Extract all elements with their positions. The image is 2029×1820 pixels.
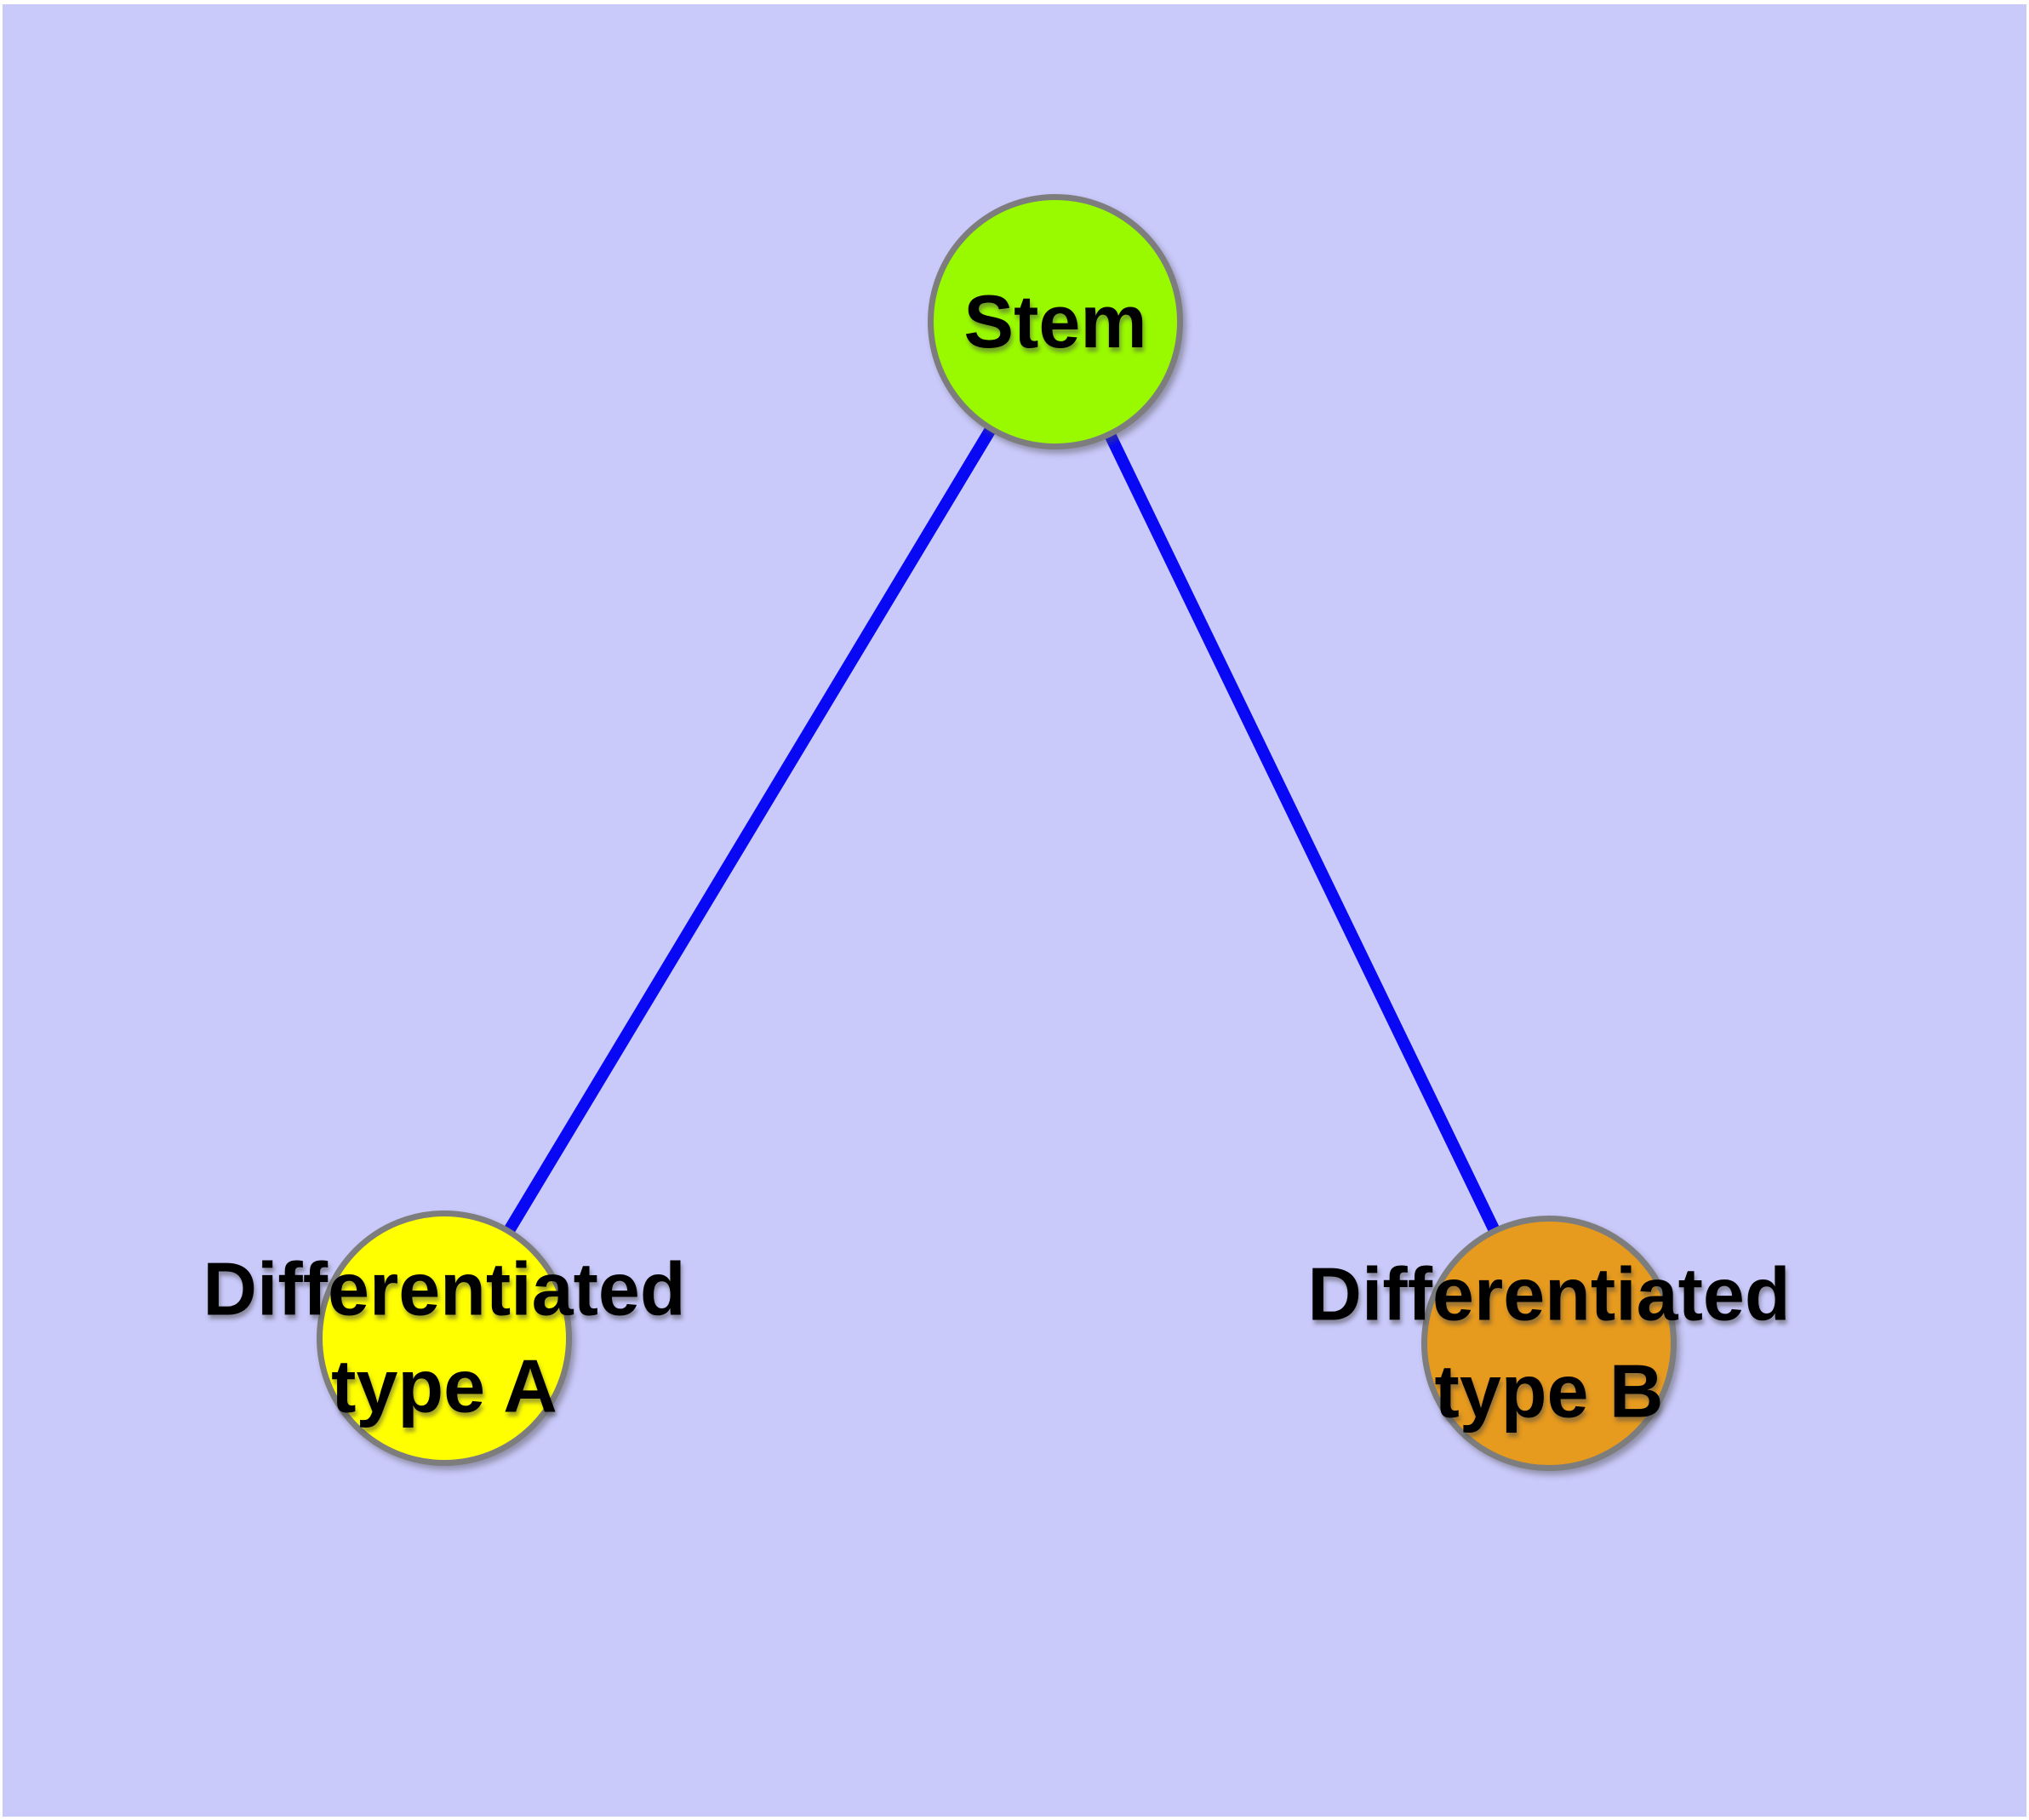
- node-stem-label-text: Stem: [963, 278, 1147, 363]
- node-type-a-label: Differentiated type A: [203, 1241, 685, 1436]
- edge-stem-to-type-b: [1049, 318, 1555, 1347]
- diagram-canvas: Stem Differentiated type A Differentiate…: [3, 4, 2026, 1817]
- node-type-a-label-line1: Differentiated: [203, 1246, 686, 1331]
- node-type-b-label: Differentiated type B: [1307, 1246, 1790, 1441]
- node-type-b-label-line1: Differentiated: [1307, 1251, 1791, 1336]
- edge-stem-to-type-a: [439, 318, 1060, 1342]
- node-differentiated-type-b: [1421, 1216, 1677, 1471]
- edge-layer: [439, 318, 1555, 1347]
- node-stem: [928, 194, 1183, 449]
- node-type-a-label-line2: type A: [331, 1344, 557, 1428]
- node-type-b-label-line2: type B: [1434, 1349, 1664, 1434]
- node-stem-label: Stem: [963, 273, 1146, 370]
- node-differentiated-type-a: [317, 1210, 572, 1466]
